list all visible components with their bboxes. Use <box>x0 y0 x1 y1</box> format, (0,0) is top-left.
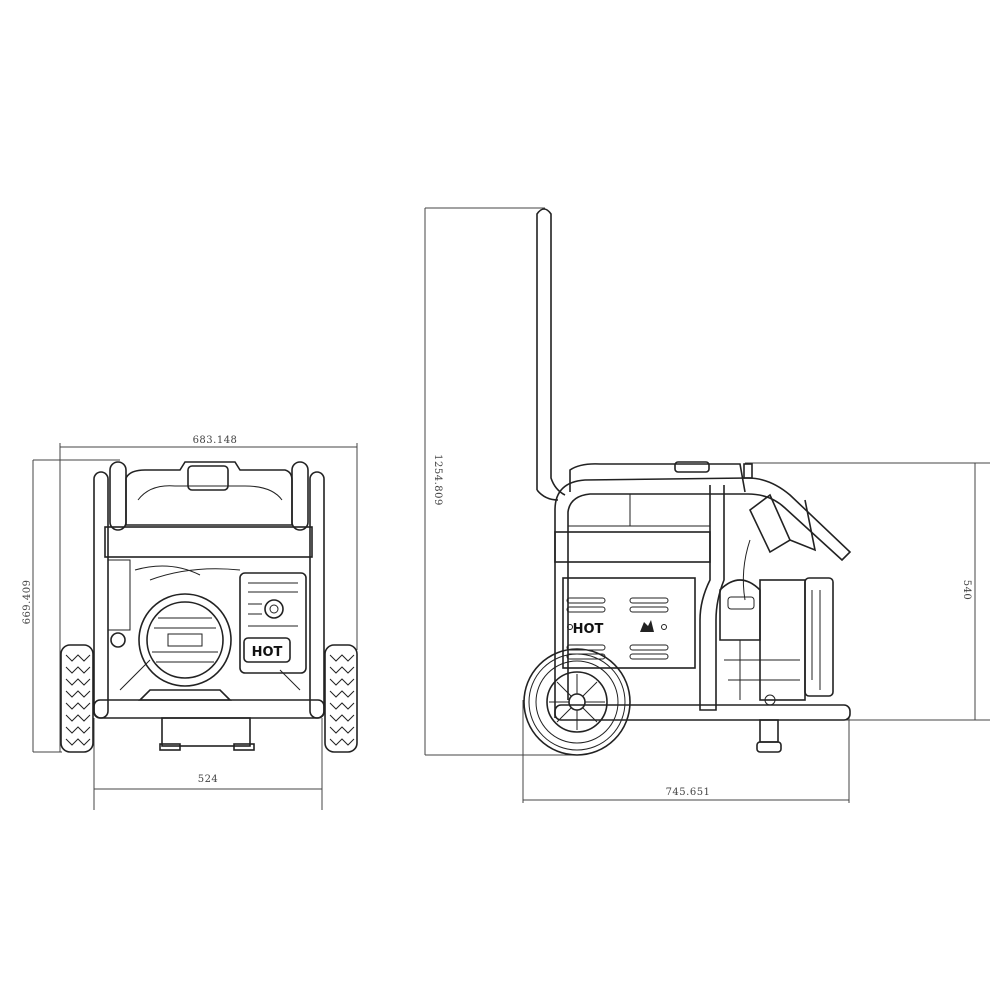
side-fuel-tank <box>554 461 753 563</box>
dimension-label-length: 745.651 <box>666 787 711 798</box>
dimension-label-track: 524 <box>198 774 219 785</box>
fuel-tank <box>104 461 313 558</box>
dimension-label-height: 669.409 <box>22 580 33 625</box>
dimension-label-handle-height: 1254.809 <box>432 454 443 506</box>
hot-warning-label-front: HOT <box>252 645 283 660</box>
engine-side <box>719 577 834 706</box>
dimension-height-with-handle: 1254.809 <box>424 207 575 756</box>
front-wheel-right <box>324 644 358 753</box>
side-foot <box>756 719 782 753</box>
hot-warning-label-side: HOT <box>573 622 604 637</box>
side-wheel <box>523 648 631 756</box>
muffler-panel: HOT <box>239 572 307 674</box>
front-wheel-left <box>60 644 94 753</box>
front-view: 683.148 669.409 524 <box>22 435 358 810</box>
control-panel <box>742 493 817 601</box>
dimension-label-width: 683.148 <box>193 435 238 446</box>
side-muffler-panel: HOT <box>562 577 696 669</box>
dimension-wheel-track: 524 <box>93 718 323 810</box>
front-foot <box>159 717 255 751</box>
dimension-height: 669.409 <box>22 459 120 753</box>
dimension-frame-height: 540 <box>745 462 990 721</box>
dimension-width-overall: 683.148 <box>59 435 358 752</box>
dimension-label-frame-height: 540 <box>961 580 972 601</box>
engine-front <box>107 559 301 701</box>
handle <box>536 208 566 496</box>
side-view: 1254.809 540 745.651 <box>424 207 990 803</box>
dimension-length: 745.651 <box>522 700 850 803</box>
